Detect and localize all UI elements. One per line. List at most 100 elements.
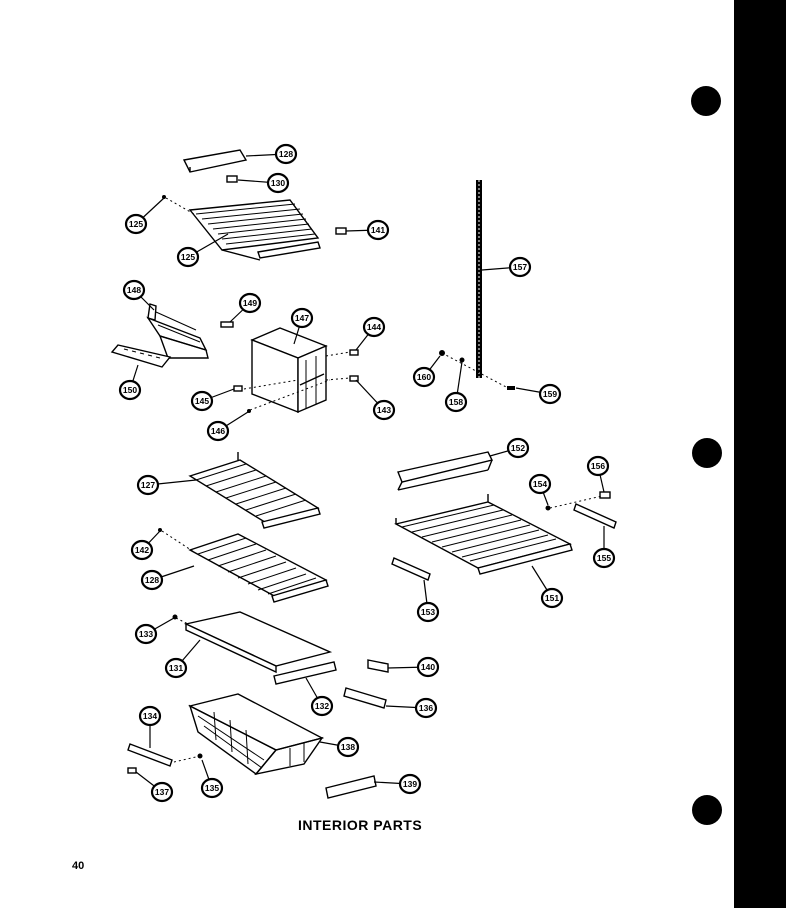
- callout-number: 147: [295, 313, 309, 323]
- callout-balloon: [336, 736, 360, 758]
- callout-number: 132: [315, 701, 329, 711]
- callout-number: 151: [545, 593, 559, 603]
- callout-141: 141: [345, 219, 390, 241]
- part-128-wire-shelf: [158, 528, 329, 603]
- callout-132: 132: [305, 677, 334, 717]
- callout-152: 152: [489, 437, 530, 459]
- callout-balloon: [416, 656, 440, 678]
- part-131-glass-panel: [172, 611, 333, 674]
- part-138-basket: [188, 693, 324, 776]
- part-159-screw: [507, 386, 515, 390]
- binder-hole-top: [691, 86, 721, 116]
- callout-143: 143: [355, 379, 396, 421]
- callout-131: 131: [164, 639, 201, 679]
- callout-balloon: [366, 219, 390, 241]
- callout-154: 154: [528, 473, 552, 506]
- callout-137: 137: [135, 771, 174, 803]
- callout-number: 142: [135, 545, 149, 555]
- part-141-screw: [335, 227, 347, 235]
- callout-balloon: [130, 539, 154, 561]
- part-134-bracket: [127, 743, 173, 767]
- part-157-rail: [476, 180, 482, 378]
- part-137-clip: [127, 767, 137, 774]
- callout-125: 125: [124, 197, 165, 235]
- callout-balloon: [444, 391, 468, 413]
- callout-number: 148: [127, 285, 141, 295]
- part-148-holder: [146, 303, 209, 359]
- callout-number: 134: [143, 711, 157, 721]
- part-158-button: [459, 357, 465, 363]
- callout-number: 160: [417, 372, 431, 382]
- callout-number: 149: [243, 298, 257, 308]
- callout-balloon: [118, 379, 142, 401]
- callout-133: 133: [134, 617, 175, 645]
- binder-hole-middle: [692, 438, 722, 468]
- callout-148: 148: [122, 279, 155, 311]
- callout-balloon: [372, 399, 396, 421]
- callout-balloon: [508, 256, 532, 278]
- part-151-shelf: [394, 494, 573, 575]
- callout-balloon: [266, 172, 290, 194]
- callout-number: 131: [169, 663, 183, 673]
- callout-149: 149: [229, 292, 262, 323]
- callout-number: 136: [419, 703, 433, 713]
- part-147-box: [250, 327, 328, 414]
- callout-140: 140: [387, 656, 440, 678]
- page-number: 40: [72, 860, 85, 872]
- callout-142: 142: [130, 530, 161, 561]
- part-132-trim: [273, 661, 337, 685]
- callout-balloon: [164, 657, 188, 679]
- callout-balloon: [150, 781, 174, 803]
- callout-155: 155: [592, 526, 616, 569]
- part-139-handle: [325, 775, 377, 799]
- part-150-egg-tray: [110, 344, 172, 368]
- callout-number: 157: [513, 262, 527, 272]
- part-128-trim-top: [182, 149, 248, 173]
- part-153-bracket: [391, 557, 431, 581]
- part-144-screw: [349, 349, 359, 356]
- callout-balloon: [122, 279, 146, 301]
- callout-145: 145: [190, 388, 235, 412]
- callout-number: 155: [597, 553, 611, 563]
- callout-balloon: [586, 455, 610, 477]
- callout-balloon: [290, 307, 314, 329]
- callout-125: 125: [176, 233, 229, 268]
- part-155-bracket: [573, 503, 617, 529]
- callout-number: 130: [271, 178, 285, 188]
- callout-144: 144: [355, 316, 386, 351]
- callout-134: 134: [138, 705, 162, 748]
- callout-balloon: [138, 705, 162, 727]
- callout-135: 135: [200, 759, 224, 799]
- part-156-clip: [599, 491, 611, 499]
- part-149-clip: [220, 321, 234, 328]
- callout-number: 135: [205, 783, 219, 793]
- dashed-guides: [161, 197, 603, 763]
- callout-balloon: [206, 420, 230, 442]
- callout-balloon: [124, 213, 148, 235]
- callout-number: 150: [123, 385, 137, 395]
- callout-balloon: [140, 569, 164, 591]
- callout-number: 154: [533, 479, 547, 489]
- callout-balloon: [538, 383, 562, 405]
- callout-balloon: [540, 587, 564, 609]
- callout-balloon: [414, 697, 438, 719]
- callout-balloon: [134, 623, 158, 645]
- callout-150: 150: [118, 364, 142, 401]
- callout-number: 143: [377, 405, 391, 415]
- callout-number: 127: [141, 480, 155, 490]
- callout-balloon: [528, 473, 552, 495]
- callout-139: 139: [373, 773, 422, 795]
- callout-balloon: [592, 547, 616, 569]
- callout-128: 128: [245, 143, 298, 165]
- callout-158: 158: [444, 361, 468, 413]
- callout-number: 156: [591, 461, 605, 471]
- callout-balloon: [506, 437, 530, 459]
- binding-edge-bar: [734, 0, 786, 908]
- callout-balloon: [398, 773, 422, 795]
- callout-balloon: [200, 777, 224, 799]
- callout-balloon: [416, 601, 440, 623]
- callout-number: 128: [279, 149, 293, 159]
- callout-151: 151: [531, 565, 564, 609]
- callout-number: 158: [449, 397, 463, 407]
